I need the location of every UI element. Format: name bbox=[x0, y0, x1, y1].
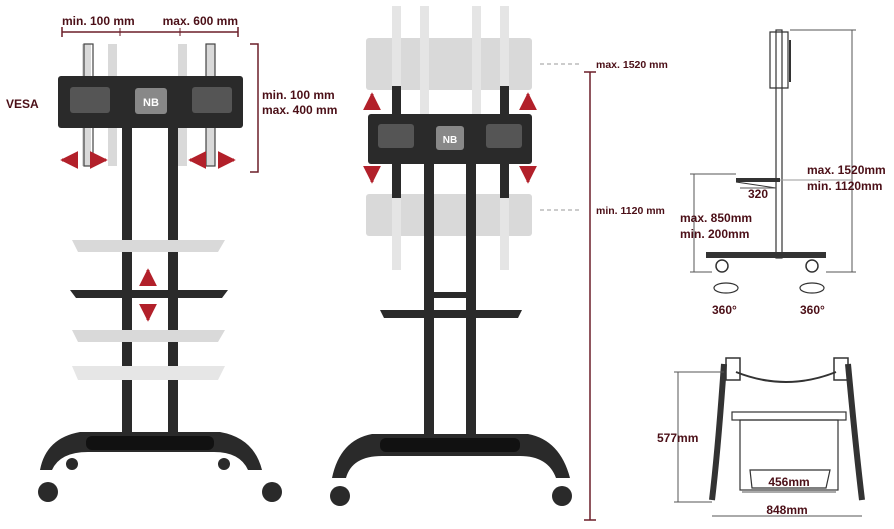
rotation-right-label: 360° bbox=[800, 303, 825, 317]
vesa-horizontal-min-label: min. 100 mm bbox=[62, 14, 135, 28]
svg-text:NB: NB bbox=[443, 135, 457, 146]
vesa-vertical-max-label: max. 400 mm bbox=[262, 103, 337, 117]
vesa-label: VESA bbox=[6, 97, 39, 111]
vesa-vertical-min-label: min. 100 mm bbox=[262, 88, 335, 102]
side-view-figure bbox=[690, 29, 856, 294]
middle-height-min-label: min. 1120 mm bbox=[596, 205, 665, 217]
rotation-left-label: 360° bbox=[712, 303, 737, 317]
middle-height-max-label: max. 1520 mm bbox=[596, 59, 668, 71]
base-view-figure bbox=[674, 357, 865, 517]
shelf-depth-label: 320 bbox=[748, 187, 768, 201]
base-inner-width-label: 456mm bbox=[768, 475, 809, 489]
base-outer-width-label: 848mm bbox=[766, 503, 807, 517]
svg-text:NB: NB bbox=[143, 97, 159, 109]
vesa-horizontal-max-label: max. 600 mm bbox=[163, 14, 238, 28]
base-height-label: 577mm bbox=[657, 431, 698, 445]
side-height-min-label: min. 1120mm bbox=[807, 179, 882, 193]
side-shelf-max-label: max. 850mm bbox=[680, 211, 752, 225]
left-stand-figure: NB bbox=[38, 27, 282, 502]
middle-stand-figure: NB bbox=[330, 6, 596, 521]
side-shelf-min-label: min. 200mm bbox=[680, 227, 749, 241]
side-height-max-label: max. 1520mm bbox=[807, 163, 886, 177]
